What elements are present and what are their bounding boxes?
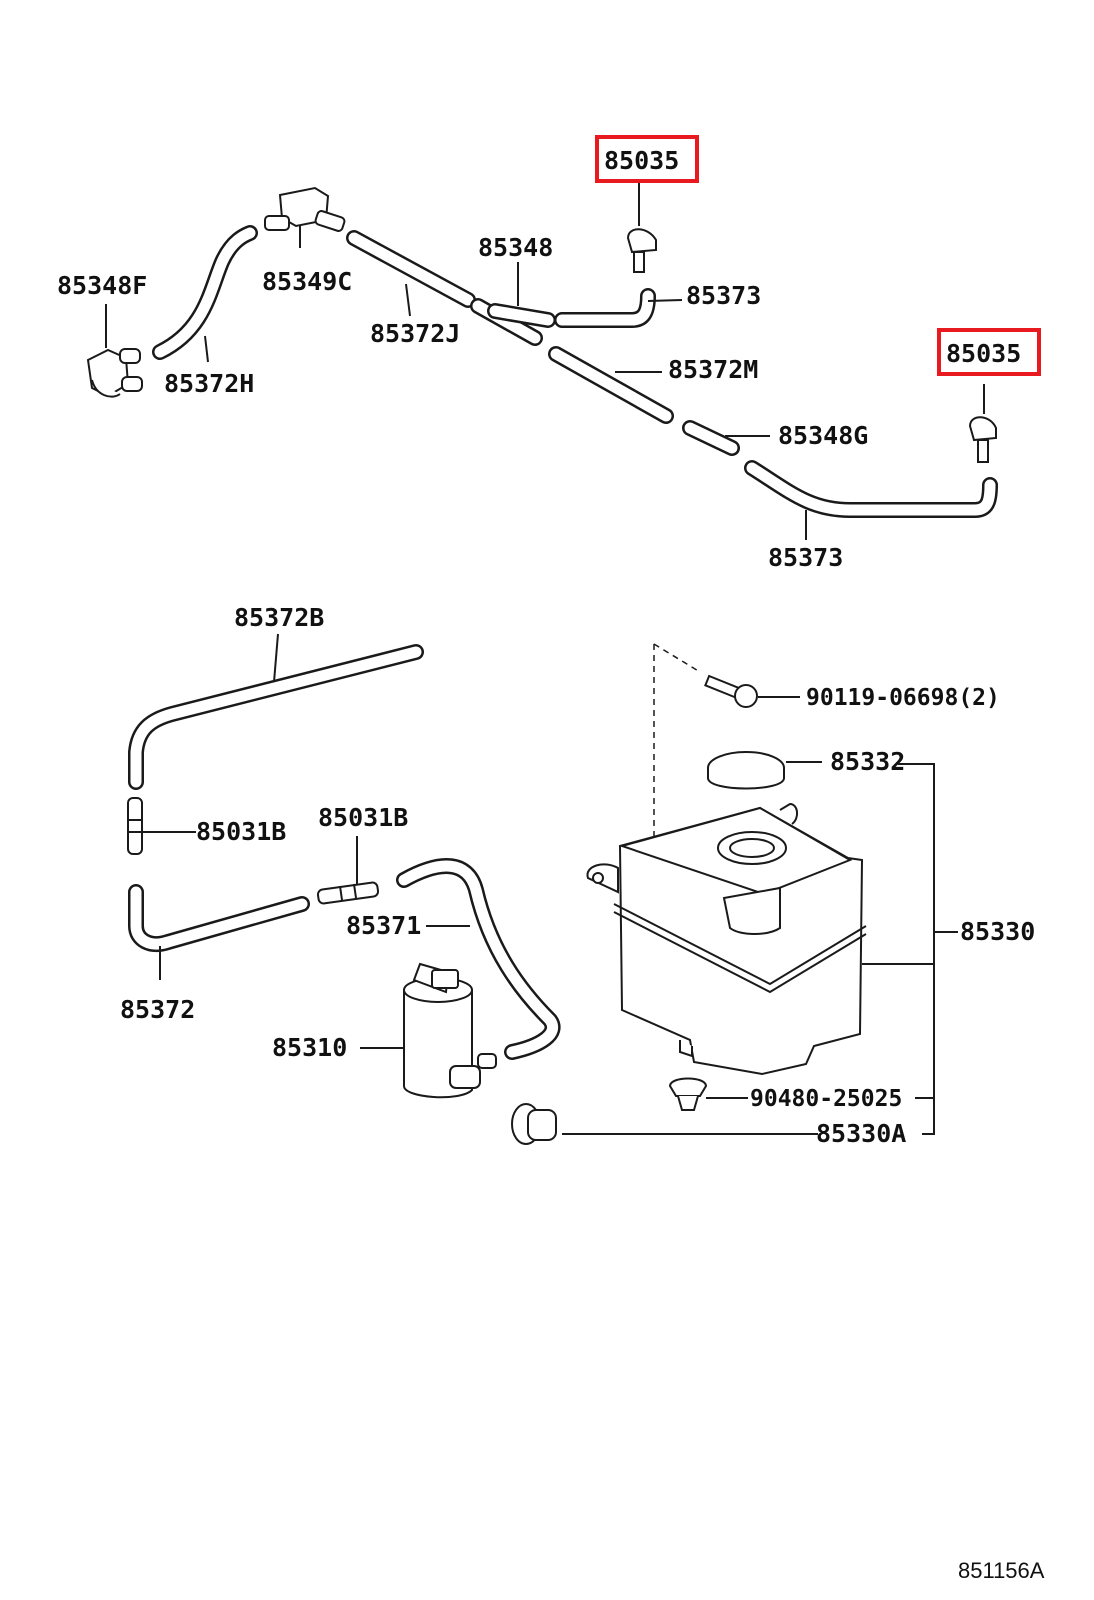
clip (668, 1077, 748, 1111)
highlight-box-85035-upper (595, 135, 699, 183)
label-85372B[interactable]: 85372B (234, 603, 324, 632)
bolt (704, 674, 800, 708)
upper-hose-assembly (86, 182, 998, 540)
joint-vertical (127, 797, 196, 855)
washer-nozzle-upper (626, 182, 657, 273)
label-85371[interactable]: 85371 (346, 911, 421, 940)
washer-nozzle-lower (968, 384, 997, 463)
highlight-box-85035-lower (937, 328, 1041, 376)
label-85348G[interactable]: 85348G (778, 421, 868, 450)
label-85031B-left[interactable]: 85031B (196, 817, 286, 846)
label-85348[interactable]: 85348 (478, 233, 553, 262)
label-85035-lower[interactable]: 85035 (946, 339, 1021, 368)
label-85372H[interactable]: 85372H (164, 369, 254, 398)
label-85035-upper[interactable]: 85035 (604, 146, 679, 175)
label-90480-25025[interactable]: 90480-25025 (750, 1086, 902, 1112)
label-85372[interactable]: 85372 (120, 995, 195, 1024)
washer-tank (586, 802, 934, 1076)
grommet (511, 1103, 818, 1145)
drawing-code: 851156A (958, 1558, 1045, 1583)
three-way-joint (264, 186, 346, 248)
label-85373-lower[interactable]: 85373 (768, 543, 843, 572)
label-85332[interactable]: 85332 (830, 747, 905, 776)
label-85372M[interactable]: 85372M (668, 355, 758, 384)
washer-pump (360, 962, 497, 1099)
label-85349C[interactable]: 85349C (262, 267, 352, 296)
lower-assembly (127, 633, 958, 1145)
label-85372J[interactable]: 85372J (370, 319, 460, 348)
bracket-85330 (898, 763, 958, 1135)
label-85031B-right[interactable]: 85031B (318, 803, 408, 832)
label-85330[interactable]: 85330 (960, 917, 1035, 946)
label-85373-upper[interactable]: 85373 (686, 281, 761, 310)
tank-cap (707, 751, 822, 790)
label-85330A[interactable]: 85330A (816, 1119, 906, 1148)
check-valve (86, 348, 143, 398)
label-85348F[interactable]: 85348F (57, 271, 147, 300)
joint-horizontal (316, 836, 380, 905)
label-85310[interactable]: 85310 (272, 1033, 347, 1062)
label-90119-06698[interactable]: 90119-06698(2) (806, 685, 1000, 711)
